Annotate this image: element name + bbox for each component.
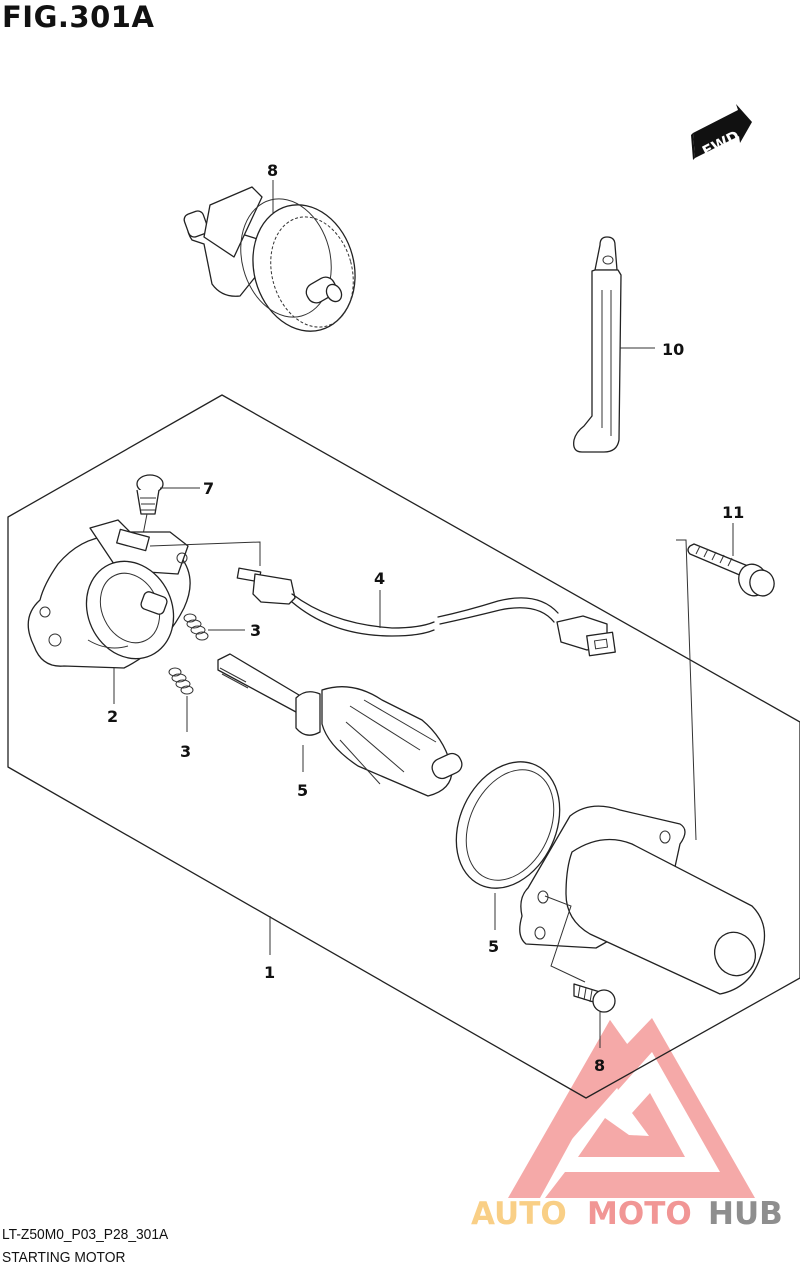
callout-9: 8 [267,161,278,180]
watermark-text: AUTO MOTO HUB [471,1196,783,1232]
part-2-brush-holder[interactable] [27,519,261,704]
watermark-left-leg [508,1020,625,1198]
callout-3-upper: 3 [250,621,261,640]
part-4-lead-wire[interactable] [236,567,616,657]
callout-7: 7 [203,479,214,498]
callout-8: 8 [594,1056,605,1075]
watermark-inner-triangle [578,1093,685,1157]
watermark-auto: AUTO [471,1196,567,1232]
assembly-outline [7,394,800,1099]
part-7-screw[interactable] [136,474,200,546]
callout-10: 10 [662,340,684,359]
callout-5: 5 [488,937,499,956]
watermark-moto: MOTO [587,1196,692,1232]
part-10-bracket[interactable] [573,236,655,453]
part-9-starter-clutch[interactable] [182,180,368,343]
watermark-hub: HUB [708,1196,783,1232]
part-8-screw[interactable] [573,983,616,1048]
starting-motor-body[interactable] [519,539,766,995]
watermark-outer-triangle [545,1018,755,1198]
callout-3-lower: 3 [180,742,191,761]
part-3-spring-lower[interactable] [168,667,194,732]
callout-4: 4 [374,569,385,588]
figure-code: LT-Z50M0_P03_P28_301A [2,1226,169,1243]
callout-11: 11 [722,503,744,522]
fwd-arrow-icon: FWD [691,104,752,161]
part-6-armature[interactable] [217,653,465,797]
watermark-logo [508,1018,755,1198]
part-5-o-ring[interactable] [437,745,580,930]
part-3-spring-upper[interactable] [183,613,245,641]
callout-1: 1 [264,963,275,982]
figure-name: STARTING MOTOR [2,1249,126,1266]
callout-2: 2 [107,707,118,726]
callout-6: 5 [297,781,308,800]
part-11-bolt[interactable] [687,523,778,600]
figure-title: FIG.301A [2,0,155,34]
